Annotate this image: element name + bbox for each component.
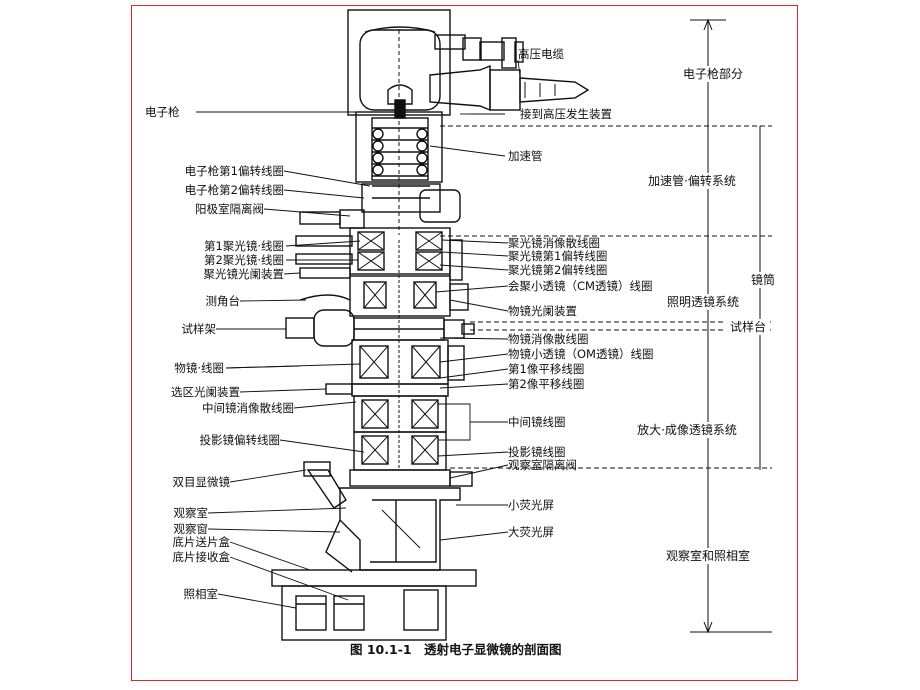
figure-caption: 图 10.1-1 透射电子显微镜的剖面图 [350, 642, 562, 657]
label-objective-stigmator: 物镜消像散线圈 [508, 332, 589, 346]
right-labels: 高压电缆 接到高压发生装置 加速管 聚光镜消像散线圈 聚光镜第1偏转线圈 聚光镜… [508, 47, 653, 539]
label-projector-deflection-coil: 投影镜偏转线圈 [200, 433, 281, 447]
section-electron-gun: 电子枪部分 [683, 66, 743, 81]
label-observation-chamber: 观察室 [174, 506, 209, 520]
caption-number: 图 10.1-1 [350, 642, 412, 657]
label-large-screen: 大荧光屏 [508, 525, 554, 539]
label-gun-deflection-coil-1: 电子枪第1偏转线圈 [185, 164, 284, 178]
left-labels: 电子枪 电子枪第1偏转线圈 电子枪第2偏转线圈 阳极室隔离阀 第1聚光镜·线圈 … [145, 105, 294, 601]
label-to-hv-generator: 接到高压发生装置 [520, 107, 612, 121]
label-electron-gun: 电子枪 [145, 105, 180, 119]
label-selected-area-aperture: 选区光阑装置 [171, 385, 240, 399]
label-image-shift-coil-1: 第1像平移线圈 [508, 362, 584, 376]
label-specimen-holder: 试样架 [182, 322, 217, 336]
label-image-shift-coil-2: 第2像平移线圈 [508, 377, 584, 391]
section-column: 镜筒 [751, 272, 775, 287]
label-objective-lens: 物镜·线圈 [174, 361, 224, 375]
section-accel-deflection: 加速管·偏转系统 [648, 173, 736, 188]
label-goniometer: 测角台 [206, 294, 241, 308]
label-cm-lens-coil: 会聚小透镜（CM透镜）线圈 [508, 279, 652, 293]
label-observation-window: 观察窗 [174, 522, 209, 536]
label-intermediate-lens-coil: 中间镜线圈 [508, 415, 566, 429]
section-imaging-lenses: 放大·成像透镜系统 [637, 422, 737, 437]
section-specimen-stage: 试样台 [730, 319, 766, 334]
label-binocular: 双目显微镜 [173, 475, 231, 489]
caption-title: 透射电子显微镜的剖面图 [424, 642, 562, 657]
section-brackets [440, 18, 772, 634]
section-illumination: 照明透镜系统 [667, 294, 739, 309]
label-condenser-deflection-2: 聚光镜第2偏转线圈 [508, 263, 607, 277]
label-hv-cable: 高压电缆 [518, 47, 564, 61]
figure-frame [131, 5, 798, 681]
label-anode-isolation-valve: 阳极室隔离阀 [195, 202, 264, 216]
microscope-column [271, 9, 590, 641]
label-objective-aperture: 物镜光阑装置 [508, 304, 577, 318]
label-camera-chamber: 照相室 [184, 587, 219, 601]
label-condenser-lens-1: 第1聚光镜·线圈 [204, 239, 284, 253]
label-observation-valve: 观察室隔离阀 [508, 458, 577, 472]
label-condenser-stigmator: 聚光镜消像散线圈 [508, 236, 600, 250]
label-film-receive-box: 底片接收盒 [173, 550, 231, 564]
right-leader-lines [429, 59, 521, 541]
label-accelerator-tube: 加速管 [508, 149, 543, 163]
label-intermediate-stigmator: 中间镜消像散线圈 [202, 401, 294, 415]
label-om-lens-coil: 物镜小透镜（OM透镜）线圈 [508, 347, 653, 361]
label-gun-deflection-coil-2: 电子枪第2偏转线圈 [185, 183, 284, 197]
label-condenser-deflection-1: 聚光镜第1偏转线圈 [508, 249, 607, 263]
left-leader-lines [196, 111, 392, 609]
label-condenser-aperture: 聚光镜光阑装置 [204, 267, 285, 281]
label-projector-lens-coil: 投影镜线圈 [508, 445, 566, 459]
label-small-screen: 小荧光屏 [508, 498, 554, 512]
section-view-camera: 观察室和照相室 [666, 548, 750, 563]
label-film-supply-box: 底片送片盒 [173, 535, 231, 549]
section-labels: 电子枪部分 加速管·偏转系统 照明透镜系统 镜筒 试样台 放大·成像透镜系统 观… [628, 66, 778, 564]
label-condenser-lens-2: 第2聚光镜·线圈 [204, 253, 284, 267]
